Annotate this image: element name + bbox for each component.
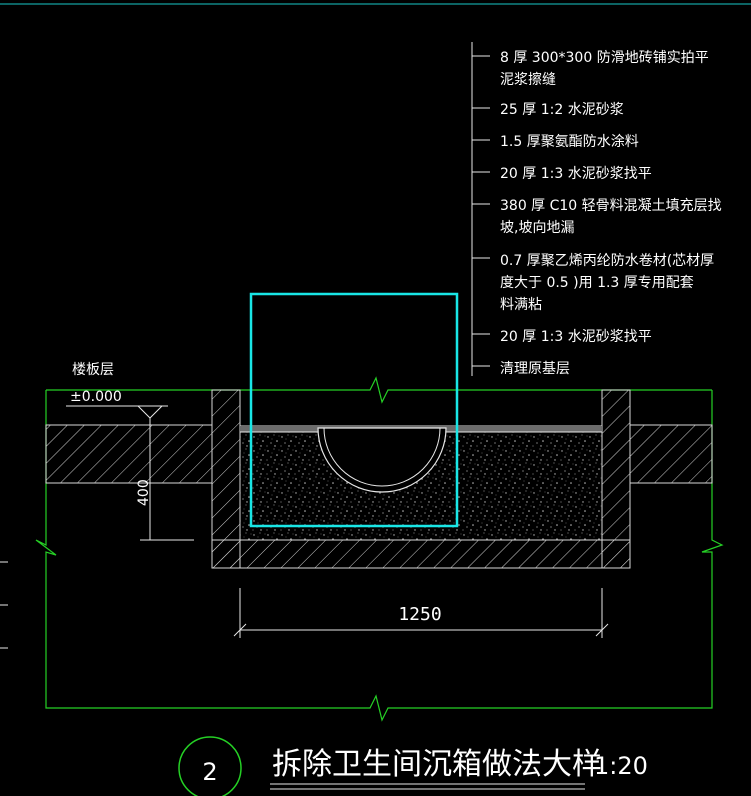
layer-note-line: 料满粘 <box>500 297 542 313</box>
layer-note-line: 1.5 厚聚氨酯防水涂料 <box>500 134 639 150</box>
title-number: 2 <box>202 758 217 786</box>
layer-note-line: 20 厚 1:3 水泥砂浆找平 <box>500 166 652 182</box>
width-dimension-label: 1250 <box>398 604 441 625</box>
outline-frame <box>35 376 724 722</box>
layer-note-line: 清理原基层 <box>500 360 570 377</box>
layer-note-line: 度大于 0.5 )用 1.3 厚专用配套 <box>500 275 694 291</box>
elevation-marker <box>66 405 194 541</box>
drawing-scale: 1:20 <box>594 752 648 780</box>
floor-slab-label: 楼板层 <box>72 362 114 378</box>
layer-note-line: 380 厚 C10 轻骨料混凝土填充层找 <box>500 198 722 214</box>
sunken-box-walls <box>211 389 631 569</box>
highlight-box <box>249 292 459 528</box>
drawing-title: 拆除卫生间沉箱做法大样 <box>272 747 602 782</box>
drain-channel <box>317 427 447 493</box>
layer-leader <box>471 42 490 376</box>
layer-note-line: 25 厚 1:2 水泥砂浆 <box>500 102 624 118</box>
width-dimension <box>233 588 609 638</box>
title-number-circle <box>178 736 242 796</box>
layer-note-line: 8 厚 300*300 防滑地砖铺实拍平 <box>500 49 709 66</box>
layer-note-line: 0.7 厚聚乙烯丙纶防水卷材(芯材厚 <box>500 253 714 269</box>
layer-note-line: 泥浆擦缝 <box>500 71 556 88</box>
depth-dimension-label: 400 <box>136 479 152 506</box>
layer-note-line: 20 厚 1:3 水泥砂浆找平 <box>500 329 652 345</box>
floor-slab <box>45 424 713 484</box>
title-block: 2 拆除卫生间沉箱做法大样 1:20 <box>178 736 648 796</box>
layer-note-line: 坡,坡向地漏 <box>500 220 574 236</box>
left-edge-ticks <box>0 561 8 649</box>
elevation-label: ±0.000 <box>70 389 122 405</box>
